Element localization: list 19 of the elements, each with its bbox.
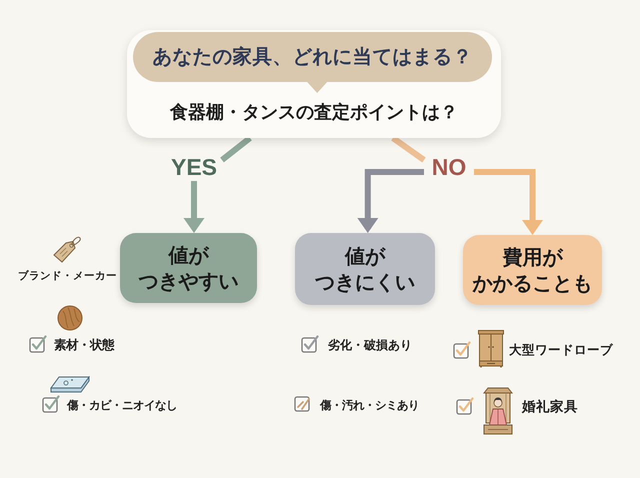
- item-text: 大型ワードローブ: [509, 341, 613, 359]
- result-box: 費用がかかることも: [463, 235, 602, 305]
- arrow: [357, 169, 424, 233]
- item-text: 婚礼家具: [522, 398, 578, 416]
- item-text: 傷・汚れ・シミあり: [320, 397, 419, 414]
- answer-label: NO: [424, 153, 474, 181]
- question-card: [127, 30, 501, 138]
- item-text: 劣化・破損あり: [328, 337, 412, 354]
- heading-text: 食器棚・タンスの査定ポイントは？: [170, 101, 458, 125]
- speech-bubble: あなたの家具、どれに当てはまる？: [133, 32, 492, 93]
- item-text: 傷・カビ・ニオイなし: [67, 397, 177, 414]
- arrow: [184, 181, 204, 233]
- connector-line: [220, 136, 252, 162]
- connector-line: [391, 136, 426, 162]
- item-text: ブランド・メーカー: [18, 269, 117, 284]
- result-box: 値がつきやすい: [120, 233, 257, 303]
- item-text: 素材・状態: [54, 337, 114, 354]
- result-box: 値がつきにくい: [295, 233, 435, 305]
- answer-label: YES: [166, 153, 222, 181]
